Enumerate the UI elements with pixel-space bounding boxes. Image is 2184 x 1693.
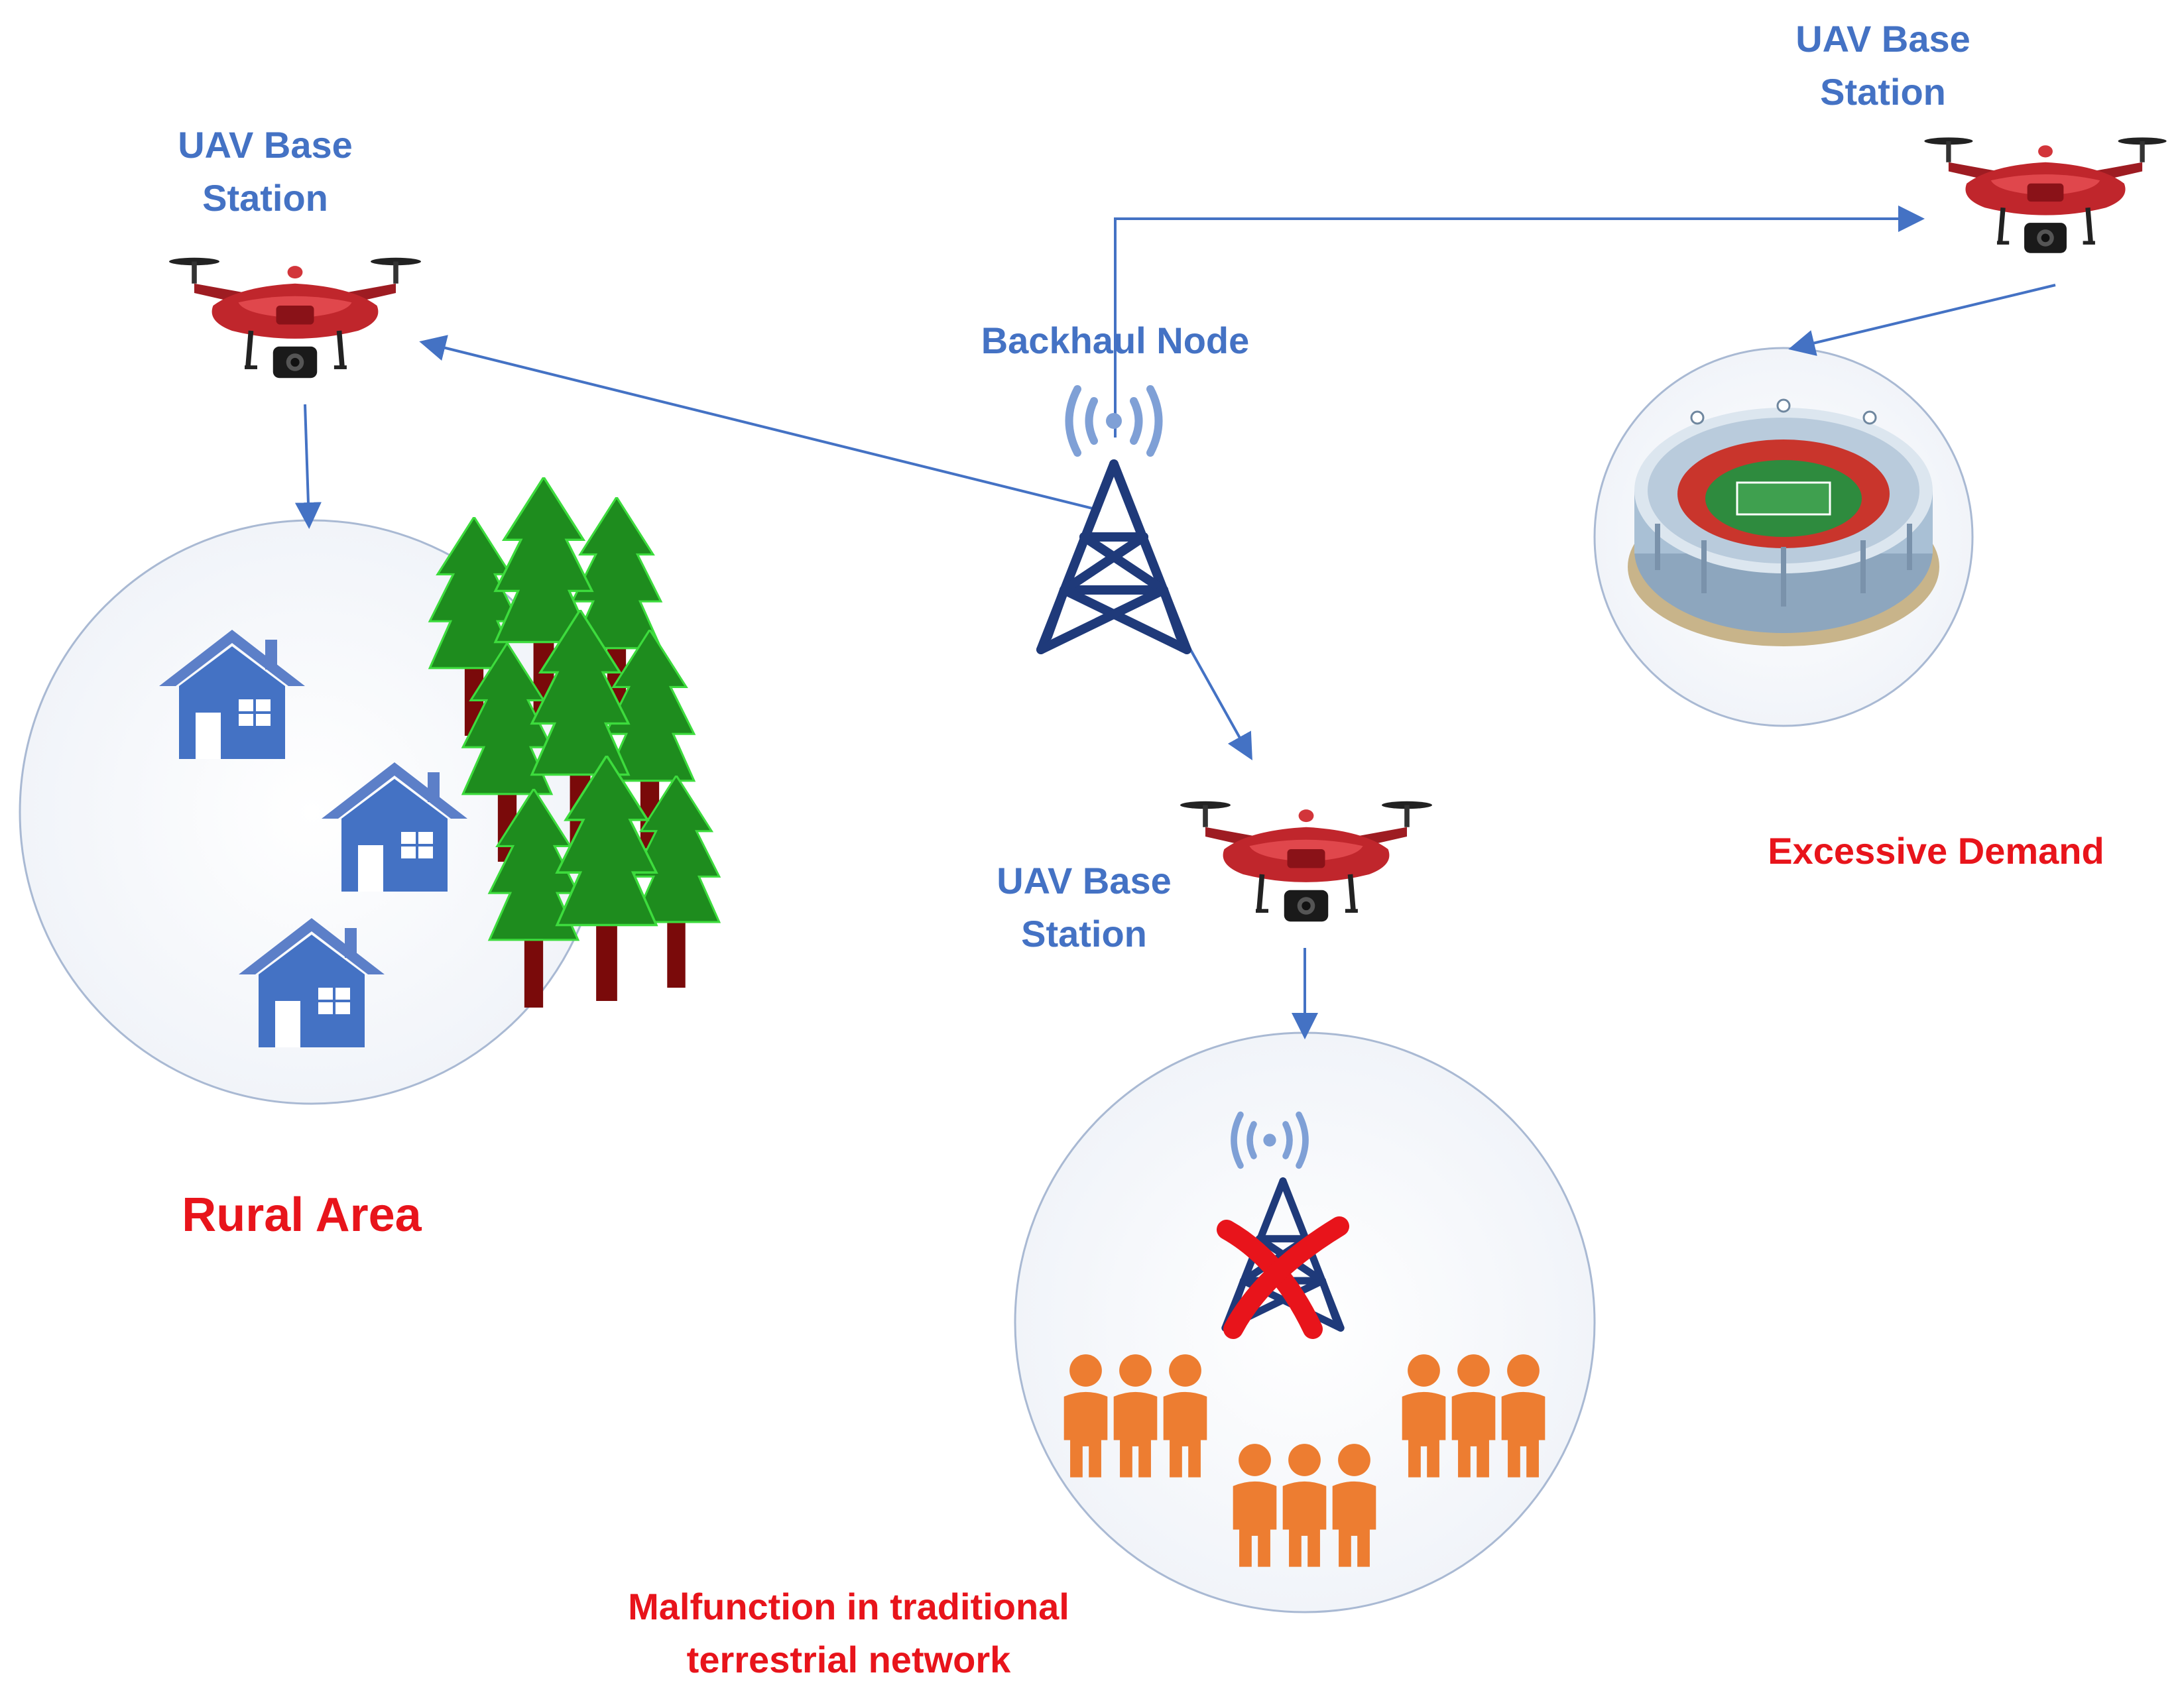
uav-right-label-line1: UAV Base [1795, 18, 1971, 60]
uav-drone-icon-center [1180, 801, 1432, 921]
arrow-backhaul-to-left-uav [419, 335, 1101, 512]
uav-left-label-line1: UAV Base [178, 124, 353, 166]
stadium-icon [1628, 398, 1939, 646]
uav-left-label-line2: Station [202, 177, 328, 219]
uav-right-label-line2: Station [1820, 71, 1946, 113]
arrow-right-uav-to-stadium [1788, 284, 2056, 356]
uav-center-label-line1: UAV Base [997, 860, 1172, 902]
uav-drone-icon-right [1924, 137, 2166, 253]
uav-center-label-line2: Station [1021, 913, 1147, 955]
backhaul-node-label: Backhaul Node [981, 320, 1250, 361]
backhaul-links [294, 205, 2056, 1039]
arrow-left-uav-to-rural [294, 404, 322, 529]
cross-icon [1217, 1216, 1349, 1339]
malfunction-label-line1: Malfunction in traditional [628, 1586, 1069, 1627]
backhaul-tower-icon [1041, 464, 1187, 650]
uav-drone-icon-left [169, 258, 421, 378]
malfunction-label-line2: terrestrial network [687, 1639, 1011, 1680]
arrow-backhaul-to-right-uav [1114, 205, 1925, 438]
rural-area-label: Rural Area [182, 1189, 422, 1242]
excessive-demand-label: Excessive Demand [1768, 830, 2104, 872]
arrow-backhaul-to-center-uav [1185, 642, 1252, 760]
